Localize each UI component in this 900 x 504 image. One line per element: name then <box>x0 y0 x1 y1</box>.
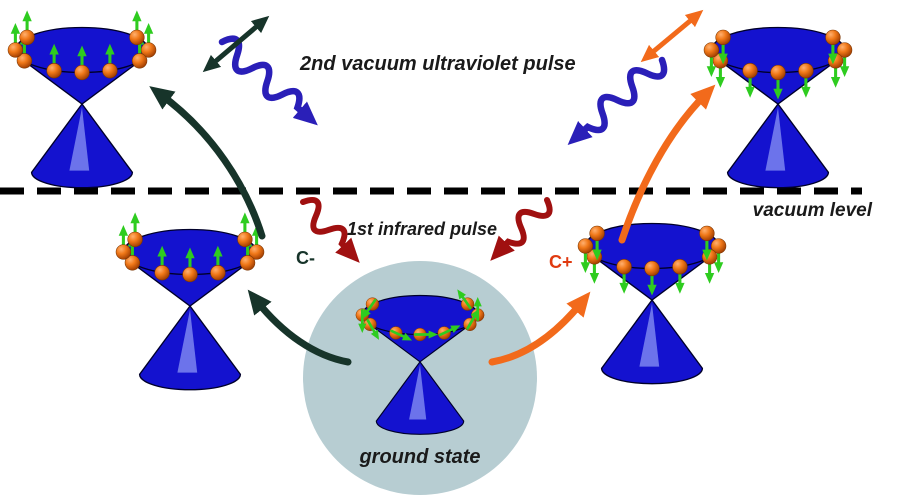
cone-shape <box>584 222 720 385</box>
transition-arrow-left-to-vacuum <box>149 86 266 240</box>
uv-pulse-label: 2nd vacuum ultraviolet pulse <box>299 53 576 75</box>
dirac-cone-mid-right <box>578 222 726 385</box>
dirac-cone-top-left <box>8 10 156 189</box>
c-plus-label: C+ <box>549 252 573 272</box>
uv-pulse-wave-right <box>567 56 668 145</box>
c-minus-label: C- <box>296 248 315 268</box>
cone-shape <box>710 26 846 189</box>
dirac-cone-mid-left <box>116 212 264 391</box>
transition-arrow-ground-to-left <box>247 289 352 366</box>
ir-pulse-wave-right <box>490 197 553 261</box>
ground-state-label: ground state <box>358 446 480 468</box>
transition-arrow-right-to-vacuum <box>618 84 716 244</box>
double-arrow-left <box>202 15 270 73</box>
double-arrow-right <box>640 9 704 63</box>
vacuum-level-label: vacuum level <box>753 200 873 221</box>
ir-pulse-label: 1st infrared pulse <box>347 219 497 239</box>
transition-arrow-ground-to-right <box>488 291 591 366</box>
ir-pulse-wave-left <box>300 197 360 263</box>
dirac-cone-top-right <box>704 26 852 189</box>
